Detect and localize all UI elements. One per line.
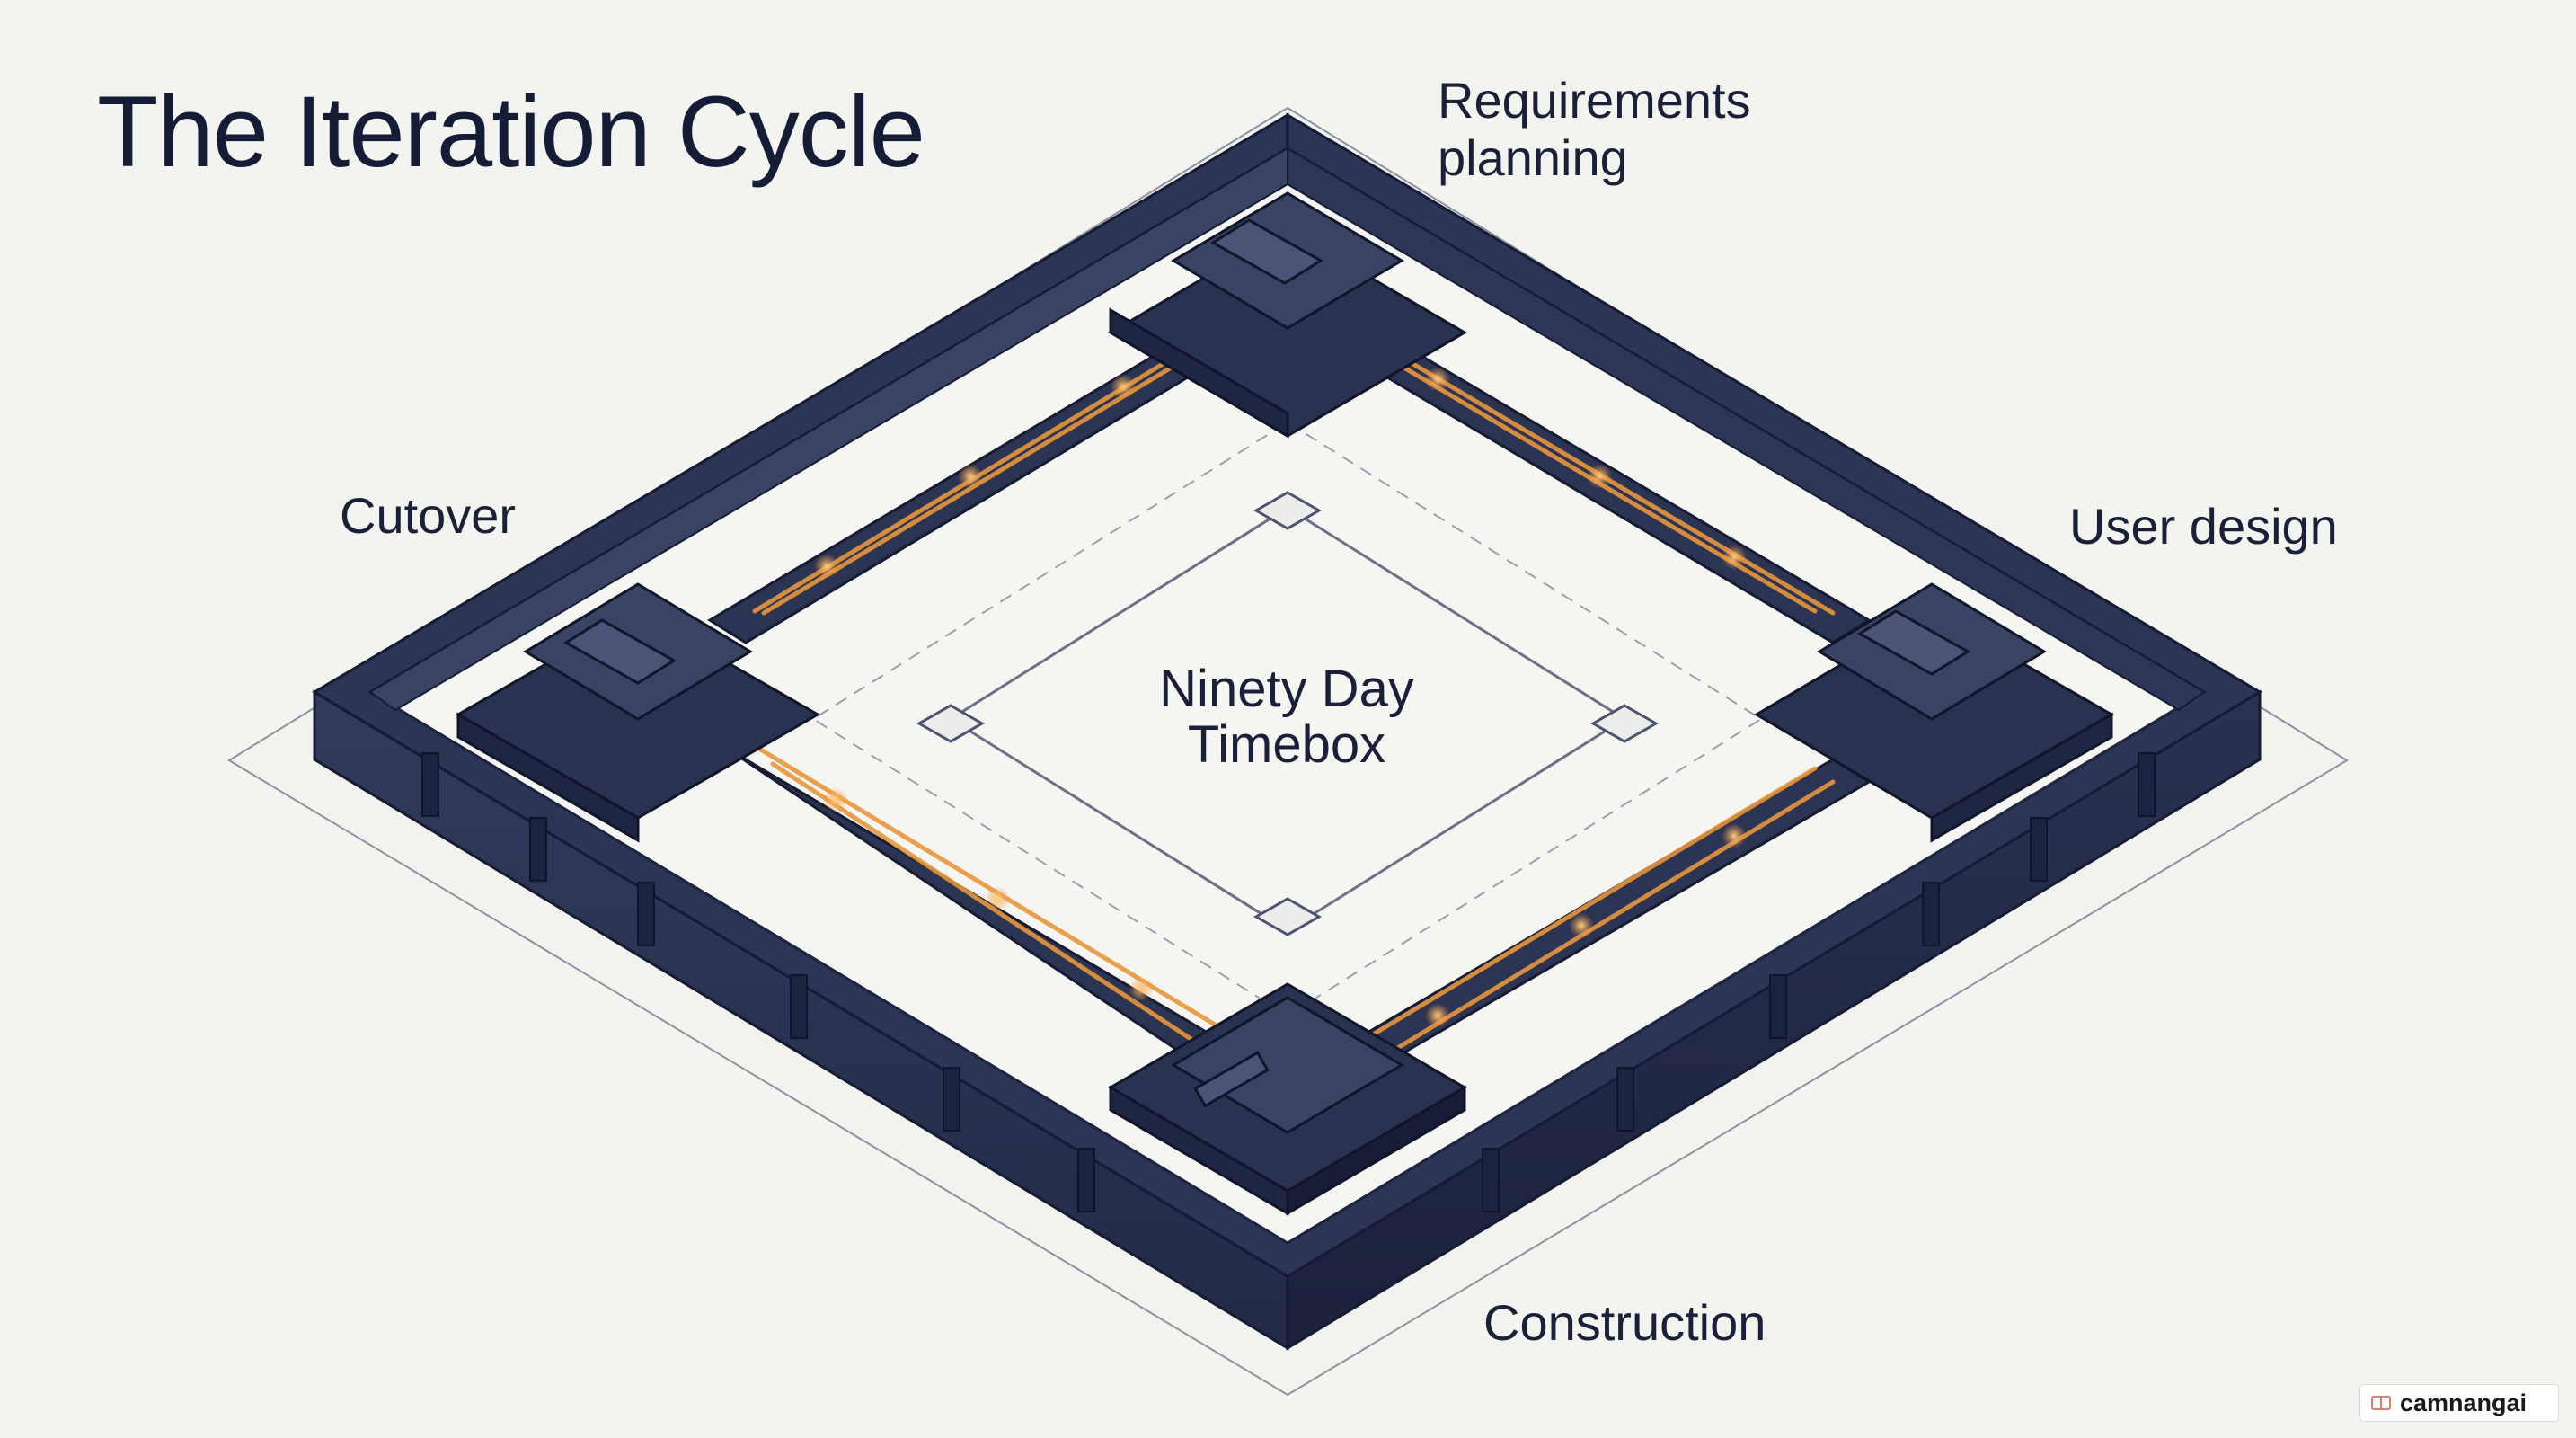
stage-label-line: Requirements xyxy=(1438,72,1751,129)
center-label-line: Ninety Day xyxy=(1159,660,1414,718)
wall-pillars xyxy=(421,752,2156,1212)
timebox-dashed-outline xyxy=(811,421,1763,1017)
watermark-text: camnangai xyxy=(2400,1389,2527,1416)
stage-label-line: planning xyxy=(1438,129,1628,186)
watermark-badge: camnangai xyxy=(2359,1384,2559,1422)
station-left xyxy=(455,582,821,843)
page-title: The Iteration Cycle xyxy=(97,75,925,188)
station-bottom xyxy=(1108,982,1467,1216)
center-label-line: Timebox xyxy=(1187,715,1386,774)
station-top xyxy=(1108,191,1467,439)
timebox-markers xyxy=(916,491,1660,936)
stage-label-cutover: Cutover xyxy=(340,487,517,544)
stage-label-user-design: User design xyxy=(2069,498,2338,555)
circuit-nodes xyxy=(814,367,1747,1028)
stage-label-requirements-planning: Requirements planning xyxy=(1438,72,1751,187)
book-icon xyxy=(2371,1396,2391,1410)
inner-wall-back-right xyxy=(1287,146,2206,712)
center-label-timebox: Ninety Day Timebox xyxy=(1107,661,1466,773)
station-right xyxy=(1754,582,2115,843)
stage-label-construction: Construction xyxy=(1483,1294,1766,1351)
